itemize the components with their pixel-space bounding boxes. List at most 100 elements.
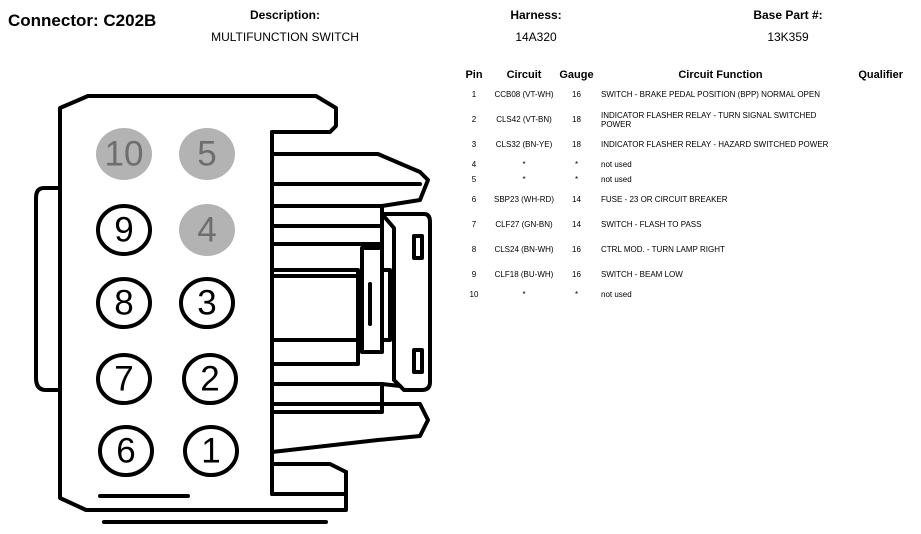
cavity-7-label: 7 xyxy=(114,360,133,399)
circuit-code: * xyxy=(522,175,526,184)
table-row: 10 * * not used xyxy=(455,287,903,302)
wire-gauge: * xyxy=(574,290,579,299)
connector-id: C202B xyxy=(103,11,157,30)
cavity-3-label: 3 xyxy=(197,284,216,323)
pin-number: 3 xyxy=(471,140,477,149)
cavity-1: 1 xyxy=(183,425,239,477)
harness-label: Harness: xyxy=(510,8,562,22)
pin-number: 5 xyxy=(471,175,477,184)
circuit-function: INDICATOR FLASHER RELAY - TURN SIGNAL SW… xyxy=(601,110,817,129)
pin-number: 1 xyxy=(471,90,477,99)
table-row: 5 * * not used xyxy=(455,172,903,187)
circuit-code: * xyxy=(522,160,526,169)
cavity-8: 8 xyxy=(96,277,152,329)
cavity-10-label: 10 xyxy=(105,135,144,174)
circuit-code: CLF27 (GN-BN) xyxy=(495,220,553,229)
connector-face-diagram: 10 5 9 4 8 3 7 2 xyxy=(34,94,432,524)
cavity-4-label: 4 xyxy=(197,211,216,250)
qualifier xyxy=(843,262,903,287)
harness-value: 14A320 xyxy=(515,30,557,44)
col-header-gauge: Gauge xyxy=(559,69,594,81)
circuit-code: * xyxy=(522,290,526,299)
circuit-function: not used xyxy=(601,175,632,184)
description-block: Description: MULTIFUNCTION SWITCH xyxy=(185,8,385,44)
cavity-4: 4 xyxy=(179,204,235,256)
table-row: 6 SBP23 (WH-RD) 14 FUSE - 23 OR CIRCUIT … xyxy=(455,187,903,212)
wire-gauge: 16 xyxy=(572,90,581,99)
circuit-code: CCB08 (VT-WH) xyxy=(494,90,554,99)
connector-label: Connector: xyxy=(8,11,99,30)
table-row: 8 CLS24 (BN-WH) 16 CTRL MOD. - TURN LAMP… xyxy=(455,237,903,262)
circuit-code: CLS42 (VT-BN) xyxy=(496,115,552,124)
cavity-4-circle xyxy=(179,204,235,256)
cavity-8-circle xyxy=(96,277,152,329)
qualifier xyxy=(843,212,903,237)
qualifier xyxy=(843,107,903,132)
cavity-3: 3 xyxy=(179,277,235,329)
wire-gauge: * xyxy=(574,160,579,169)
col-header-function: Circuit Function xyxy=(678,69,763,81)
wire-gauge: 18 xyxy=(572,140,581,149)
cavity-5-circle xyxy=(179,128,235,180)
harness-block: Harness: 14A320 xyxy=(486,8,586,44)
pin-table-header: Pin Circuit Gauge Circuit Function Quali… xyxy=(455,68,903,82)
cavity-1-label: 1 xyxy=(201,432,220,471)
table-row: 9 CLF18 (BU-WH) 16 SWITCH - BEAM LOW xyxy=(455,262,903,287)
table-row: 3 CLS32 (BN-YE) 18 INDICATOR FLASHER REL… xyxy=(455,132,903,157)
col-header-qualifier: Qualifier xyxy=(858,69,903,81)
wire-gauge: 16 xyxy=(572,270,581,279)
cavity-10-circle xyxy=(96,128,152,180)
table-row: 2 CLS42 (VT-BN) 18 INDICATOR FLASHER REL… xyxy=(455,107,903,132)
description-label: Description: xyxy=(249,8,320,22)
pin-number: 10 xyxy=(469,290,479,299)
pin-number: 6 xyxy=(471,195,477,204)
cavity-2-circle xyxy=(182,353,238,405)
circuit-code: CLS24 (BN-WH) xyxy=(494,245,554,254)
circuit-function: INDICATOR FLASHER RELAY - HAZARD SWITCHE… xyxy=(601,140,829,149)
pin-number: 2 xyxy=(471,115,477,124)
circuit-function: not used xyxy=(601,290,632,299)
table-row: 7 CLF27 (GN-BN) 14 SWITCH - FLASH TO PAS… xyxy=(455,212,903,237)
base-part-label: Base Part #: xyxy=(753,8,823,22)
cavity-2: 2 xyxy=(182,353,238,405)
qualifier xyxy=(843,187,903,212)
qualifier xyxy=(843,172,903,187)
base-part-value: 13K359 xyxy=(767,30,809,44)
description-value: MULTIFUNCTION SWITCH xyxy=(211,30,359,44)
cavity-6: 6 xyxy=(98,425,154,477)
circuit-function: SWITCH - BRAKE PEDAL POSITION (BPP) NORM… xyxy=(601,90,820,99)
circuit-function: FUSE - 23 OR CIRCUIT BREAKER xyxy=(601,195,728,204)
circuit-function: SWITCH - FLASH TO PASS xyxy=(601,220,702,229)
wire-gauge: 14 xyxy=(572,195,581,204)
circuit-function: CTRL MOD. - TURN LAMP RIGHT xyxy=(601,245,725,254)
connector-title: Connector: C202B xyxy=(8,11,156,31)
cavity-7: 7 xyxy=(96,353,152,405)
wire-gauge: 18 xyxy=(572,115,581,124)
circuit-code: SBP23 (WH-RD) xyxy=(493,195,554,204)
pin-table: Pin Circuit Gauge Circuit Function Quali… xyxy=(455,68,903,302)
cavity-8-label: 8 xyxy=(114,284,133,323)
circuit-function: not used xyxy=(601,160,632,169)
cavity-5: 5 xyxy=(179,128,235,180)
pin-number: 7 xyxy=(471,220,477,229)
qualifier xyxy=(843,237,903,262)
qualifier xyxy=(843,82,903,107)
cavity-10: 10 xyxy=(96,128,152,180)
cavity-2-label: 2 xyxy=(200,360,219,399)
cavity-1-circle xyxy=(183,425,239,477)
cavity-6-label: 6 xyxy=(116,432,135,471)
qualifier xyxy=(843,132,903,157)
col-header-circuit: Circuit xyxy=(506,69,542,81)
pin-number: 8 xyxy=(471,245,477,254)
wire-gauge: 16 xyxy=(572,245,581,254)
cavity-9-circle xyxy=(96,204,152,256)
pin-number: 4 xyxy=(471,160,477,169)
cavity-7-circle xyxy=(96,353,152,405)
base-part-block: Base Part #: 13K359 xyxy=(728,8,848,44)
circuit-function: SWITCH - BEAM LOW xyxy=(601,270,683,279)
col-header-pin: Pin xyxy=(465,69,483,81)
cavity-3-circle xyxy=(179,277,235,329)
cavity-5-label: 5 xyxy=(197,135,216,174)
cavity-grid: 10 5 9 4 8 3 7 2 xyxy=(96,128,239,477)
cavity-9-label: 9 xyxy=(114,211,133,250)
